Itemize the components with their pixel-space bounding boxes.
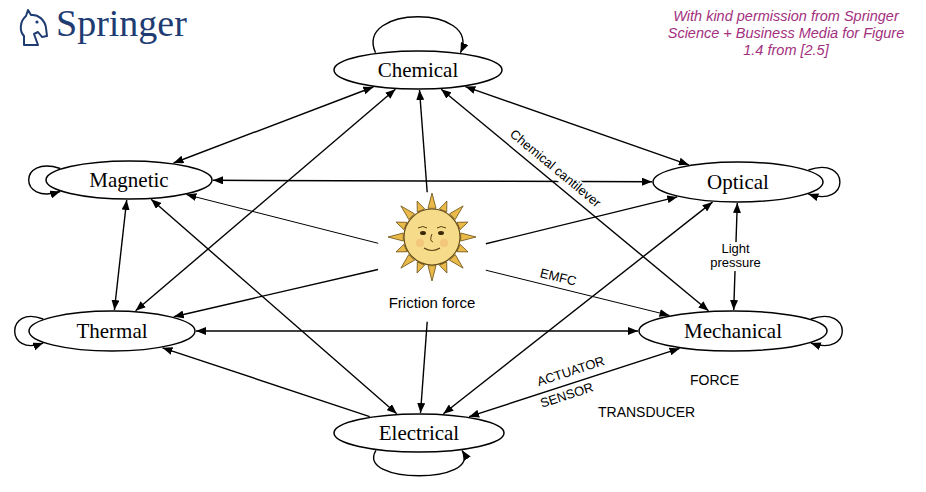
domain-ellipse: Optical bbox=[652, 161, 824, 203]
energy-connector bbox=[374, 450, 465, 476]
domain-ellipse: Thermal bbox=[28, 310, 196, 352]
sun-brows bbox=[418, 227, 446, 229]
energy-connector bbox=[213, 180, 652, 181]
domain-ellipse: Mechanical bbox=[638, 310, 828, 352]
ellipse-shape bbox=[639, 311, 827, 351]
sun-node: Friction force bbox=[377, 192, 487, 322]
sun-ray bbox=[388, 233, 403, 241]
domain-name: Mechanical bbox=[684, 319, 782, 343]
permission-note: With kind permission from Springer Scien… bbox=[660, 8, 912, 59]
sun-ray bbox=[461, 233, 476, 241]
energy-connector bbox=[421, 322, 428, 413]
sun-disc bbox=[404, 209, 460, 265]
energy-connector bbox=[151, 199, 397, 413]
device-label: TRANSDUCER bbox=[598, 404, 695, 420]
knight-eye bbox=[35, 20, 38, 23]
publisher-name: Springer bbox=[56, 2, 187, 46]
domain-ellipse: Electrical bbox=[333, 413, 505, 453]
energy-connector bbox=[420, 90, 428, 192]
sun-illustration bbox=[387, 192, 477, 282]
sun-ray bbox=[428, 193, 436, 208]
energy-connector bbox=[174, 87, 374, 163]
domain-name: Optical bbox=[707, 170, 769, 194]
domain-name: Chemical bbox=[378, 58, 458, 82]
ellipse-shape bbox=[46, 161, 212, 199]
sun-rays bbox=[388, 193, 476, 281]
sun-caption: Friction force bbox=[389, 294, 476, 311]
energy-connector bbox=[163, 348, 370, 417]
ellipse-shape bbox=[29, 311, 195, 351]
energy-connector bbox=[136, 89, 396, 310]
edge-label: Chemical cantilever bbox=[505, 126, 605, 212]
domain-ellipse: Chemical bbox=[333, 50, 503, 90]
ellipse-shape bbox=[334, 51, 502, 89]
publisher-logo bbox=[16, 8, 52, 48]
energy-connector bbox=[186, 195, 378, 244]
sun-eye bbox=[438, 231, 444, 235]
knight-head bbox=[21, 10, 47, 45]
sun-cheek bbox=[440, 239, 448, 247]
domain-name: Thermal bbox=[76, 319, 147, 343]
edge-label: Light pressure bbox=[708, 242, 763, 272]
domain-name: Electrical bbox=[379, 421, 459, 445]
energy-connector bbox=[373, 17, 463, 53]
energy-connector bbox=[114, 200, 126, 310]
sun-nose bbox=[431, 234, 433, 242]
edge-label: ACTUATOR bbox=[533, 354, 608, 391]
sun-cheek bbox=[416, 239, 424, 247]
energy-connector bbox=[486, 197, 677, 244]
ellipse-shape bbox=[334, 414, 504, 452]
energy-connector bbox=[174, 270, 378, 317]
edge-label: EMFC bbox=[536, 266, 579, 290]
ellipse-shape bbox=[653, 162, 823, 202]
sun-mouth bbox=[424, 248, 440, 251]
device-label: FORCE bbox=[690, 372, 739, 388]
sun-eye bbox=[420, 231, 426, 235]
energy-connector bbox=[465, 87, 688, 165]
sun-ray bbox=[428, 266, 436, 281]
energy-connector bbox=[441, 89, 708, 311]
domain-name: Magnetic bbox=[89, 168, 168, 192]
energy-connector bbox=[196, 330, 638, 331]
domain-ellipse: Magnetic bbox=[45, 160, 213, 200]
